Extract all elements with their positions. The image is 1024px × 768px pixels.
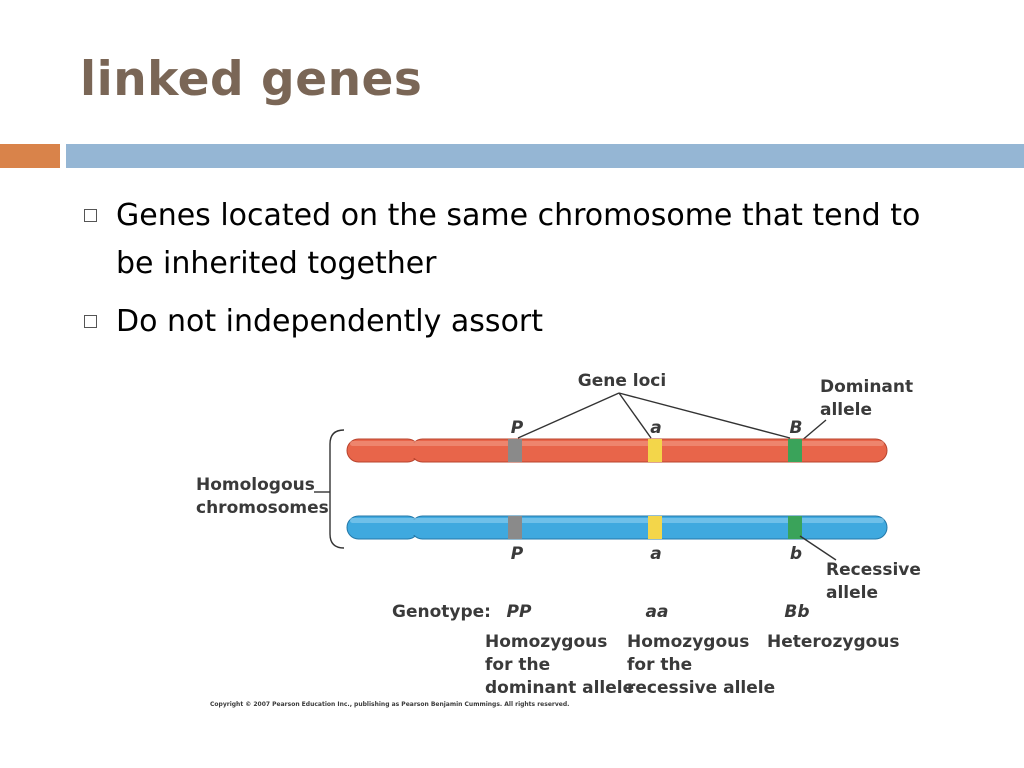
genotype-value: aa	[646, 602, 669, 622]
gene-loci-label: Gene loci	[578, 371, 666, 391]
genotype-description: for the	[485, 655, 550, 675]
bullet-list: Genes located on the same chromosome tha…	[80, 192, 960, 356]
genotype-description: Heterozygous	[767, 632, 900, 652]
allele-label-top: a	[650, 418, 661, 438]
allele-label-bottom: a	[650, 544, 661, 564]
homologous-bracket	[329, 429, 345, 549]
accent-bar-blue	[66, 144, 1024, 168]
allele-label-top: B	[790, 418, 803, 438]
gene-locus-b	[788, 439, 802, 462]
allele-label-bottom: P	[511, 544, 524, 564]
square-bullet-icon	[84, 209, 97, 222]
chromosome-bottom	[346, 515, 888, 540]
gene-locus-a	[648, 516, 662, 539]
genotype-label: Genotype:	[392, 602, 491, 622]
chromosome-top	[346, 438, 888, 463]
gene-loci-pointer	[618, 392, 791, 439]
bullet-text: Genes located on the same chromosome tha…	[116, 198, 921, 281]
square-bullet-icon	[84, 315, 97, 328]
genotype-description: recessive allele	[627, 678, 775, 698]
dominant-allele-label: allele	[820, 400, 872, 420]
gene-loci-pointer	[517, 392, 620, 439]
accent-bar-orange	[0, 144, 60, 168]
genotype-description: for the	[627, 655, 692, 675]
gene-locus-b	[788, 516, 802, 539]
allele-label-bottom: b	[790, 544, 802, 564]
dominant-allele-pointer	[799, 419, 827, 443]
recessive-allele-label: allele	[826, 583, 878, 603]
genotype-value: PP	[507, 602, 532, 622]
genotype-description: Homozygous	[485, 632, 607, 652]
dominant-allele-label: Dominant	[820, 377, 913, 397]
gene-locus-p	[508, 439, 522, 462]
bullet-item: Do not independently assort	[80, 298, 960, 346]
allele-label-top: P	[511, 418, 524, 438]
gene-locus-p	[508, 516, 522, 539]
genotype-description: dominant allele	[485, 678, 634, 698]
gene-locus-a	[648, 439, 662, 462]
bullet-item: Genes located on the same chromosome tha…	[80, 192, 960, 288]
recessive-allele-pointer	[799, 535, 837, 561]
slide-title: linked genes	[80, 52, 423, 107]
gene-loci-pointer	[618, 392, 652, 439]
genotype-value: Bb	[784, 602, 809, 622]
copyright-notice: Copyright © 2007 Pearson Education Inc.,…	[210, 701, 569, 708]
bullet-text: Do not independently assort	[116, 304, 544, 339]
recessive-allele-label: Recessive	[826, 560, 921, 580]
homologous-chromosomes-label: Homologous	[196, 475, 315, 495]
genotype-description: Homozygous	[627, 632, 749, 652]
homologous-chromosomes-label: chromosomes	[196, 498, 329, 518]
